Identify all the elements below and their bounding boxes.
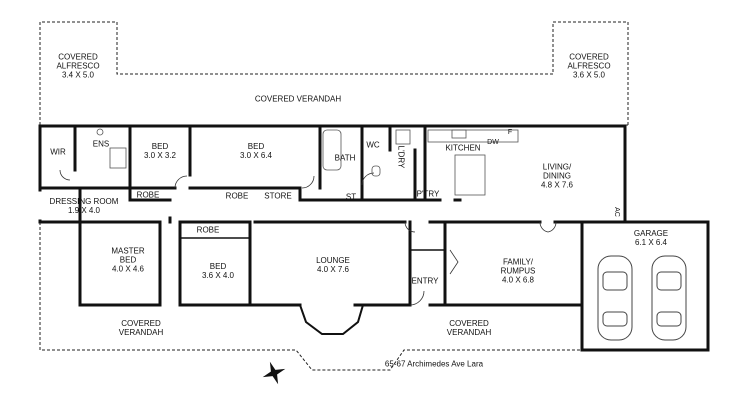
ac-label: AC <box>613 207 620 217</box>
kitchen-label: KITCHEN <box>445 143 481 153</box>
bed-low-label: BED 3.6 X 4.0 <box>201 262 235 280</box>
store-label: STORE <box>264 191 292 201</box>
robe-1-label: ROBE <box>136 190 160 200</box>
cooktop <box>451 129 467 139</box>
dishwasher-label: DW <box>487 139 499 146</box>
ens-label: ENS <box>92 139 110 149</box>
fridge-label: F <box>507 129 513 136</box>
laundry-tub <box>395 129 411 145</box>
door-swings <box>59 169 557 306</box>
address-caption: 65-67 Archimedes Ave Lara <box>384 359 484 369</box>
kitchen-bench <box>427 129 519 143</box>
master-bed-label: MASTER BED 4.0 X 4.6 <box>111 246 145 274</box>
entry-label: ENTRY <box>411 276 439 286</box>
toilet <box>371 165 381 177</box>
wc-label: WC <box>366 140 380 150</box>
st-label: ST <box>345 192 357 202</box>
car-icon <box>597 255 687 341</box>
covered-area-outlines <box>39 21 629 371</box>
verandah-bottom-right-label: COVERED VERANDAH <box>446 319 492 337</box>
north-arrow-icon <box>262 361 286 385</box>
ensuite-shower <box>109 147 127 169</box>
fixtures <box>96 128 519 196</box>
bed-top-left-label: BED 3.0 X 3.2 <box>143 142 177 160</box>
dressing-room-label: DRESSING ROOM 1.9 X 4.0 <box>49 197 119 215</box>
bottom-verandah-outline <box>39 222 582 371</box>
verandah-bottom-left-label: COVERED VERANDAH <box>118 319 164 337</box>
alfresco-right-label: COVERED ALFRESCO 3.6 X 5.0 <box>567 52 611 80</box>
family-rumpus-label: FAMILY/ RUMPUS 4.0 X 6.8 <box>500 257 536 285</box>
kitchen-island <box>454 154 486 196</box>
basin <box>96 128 104 136</box>
living-label: LIVING/ DINING 4.8 X 7.6 <box>540 162 574 190</box>
robe-2-label: ROBE <box>225 191 249 201</box>
laundry-label: L'DRY <box>396 145 406 169</box>
alfresco-left-label: COVERED ALFRESCO 3.4 X 5.0 <box>56 52 100 80</box>
bed-top-mid-label: BED 3.0 X 6.4 <box>239 142 273 160</box>
walls <box>38 124 710 352</box>
lounge-label: LOUNGE 4.0 X 7.6 <box>316 256 350 274</box>
robe-3-label: ROBE <box>196 225 220 235</box>
pantry-label: P'TRY <box>416 189 440 199</box>
verandah-top-label: COVERED VERANDAH <box>254 94 342 104</box>
alfresco-outline <box>39 21 629 125</box>
garage-label: GARAGE 6.1 X 6.4 <box>633 229 669 247</box>
bath-label: BATH <box>334 153 356 163</box>
bathtub <box>322 129 342 171</box>
wir-label: WIR <box>50 147 66 157</box>
